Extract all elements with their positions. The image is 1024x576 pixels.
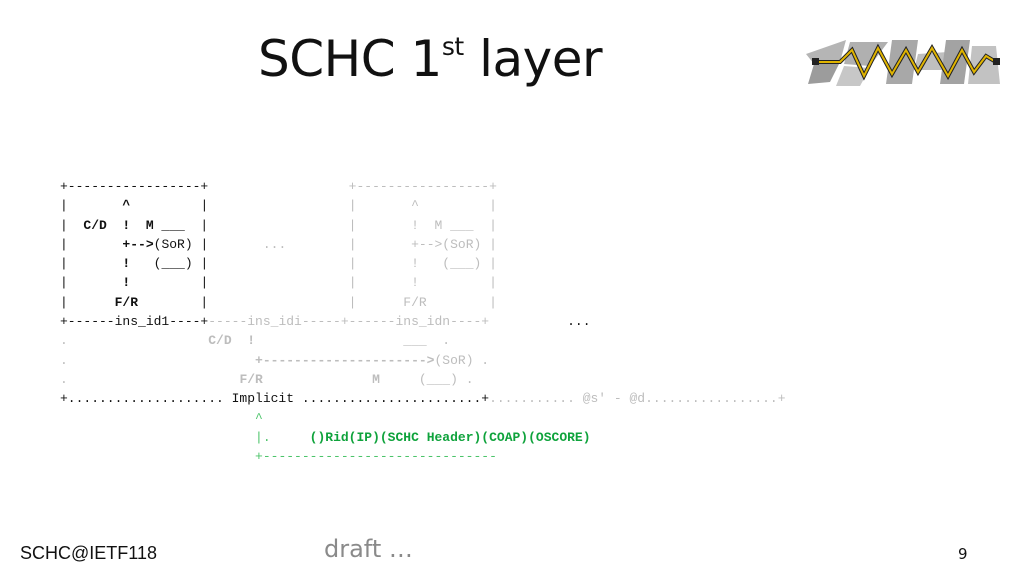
diagram-segment: |	[130, 275, 209, 291]
diagram-segment: !	[122, 256, 131, 272]
diagram-line: | ! (___) | | ! (___) |	[60, 256, 497, 271]
diagram-segment: |	[60, 294, 115, 310]
diagram-segment: ........... @s' - @d.................+	[489, 391, 786, 407]
diagram-segment	[208, 198, 348, 213]
diagram-line: | +-->(SoR) | ... | +-->(SoR) |	[60, 237, 497, 252]
diagram-segment	[208, 295, 348, 310]
diagram-line: +-----------------+ +-----------------+	[60, 179, 497, 194]
diagram-segment: ...	[489, 314, 591, 330]
diagram-segment: | ^ |	[348, 198, 497, 214]
diagram-segment: -----ins_idi-----+------ins_idn----+	[208, 314, 490, 330]
diagram-line: | F/R | | F/R |	[60, 295, 497, 310]
diagram-segment: .	[60, 333, 209, 349]
diagram-line: +------ins_id1----+-----ins_idi-----+---…	[60, 314, 591, 329]
diagram-segment: !	[122, 275, 131, 291]
diagram-segment: ^	[67, 198, 131, 214]
schc-ascii-diagram: +-----------------+ +-----------------+ …	[60, 177, 786, 466]
diagram-segment: (___) .	[379, 371, 474, 387]
diagram-segment	[60, 449, 255, 464]
diagram-segment: C/D ! M ___	[83, 217, 185, 233]
diagram-segment: +-----------------+	[348, 179, 497, 194]
diagram-line: |. ()Rid(IP)(SCHC Header)(COAP)(OSCORE)	[60, 429, 591, 445]
diagram-segment	[271, 430, 310, 445]
diagram-segment: (SoR) |	[153, 236, 209, 252]
diagram-segment: | ! (___) |	[348, 256, 497, 272]
diagram-segment	[60, 430, 255, 445]
diagram-segment	[263, 372, 372, 387]
slide-title: SCHC 1st layer	[258, 30, 603, 88]
diagram-segment: +-----------------+	[60, 179, 209, 194]
diagram-segment: +------------------------------	[255, 449, 497, 465]
diagram-segment	[208, 218, 348, 233]
diagram-segment	[208, 275, 348, 290]
diagram-line: +------------------------------	[60, 449, 497, 464]
diagram-line: ^	[60, 411, 263, 426]
diagram-segment: +.................... Implicit .........…	[60, 391, 490, 407]
slide-title-rest: layer	[463, 30, 603, 88]
footer-event-label: SCHC@IETF118	[20, 543, 157, 563]
diagram-segment: +--------------------->	[255, 352, 435, 368]
diagram-segment: (___) |	[130, 256, 209, 272]
diagram-segment: (SoR) .	[434, 352, 490, 368]
diagram-segment: | ! M ___ |	[348, 217, 497, 233]
diagram-segment: |	[130, 198, 209, 214]
slide-title-main: SCHC 1	[258, 30, 442, 88]
diagram-segment: ___ .	[255, 333, 451, 349]
diagram-segment: |	[138, 294, 209, 310]
diagram-segment: ()Rid(IP)(SCHC Header)(COAP)(OSCORE)	[309, 429, 591, 445]
diagram-segment: C/D !	[208, 333, 256, 349]
diagram-segment: |	[60, 256, 123, 272]
schc-logo-icon	[806, 40, 1000, 86]
diagram-line: . F/R M (___) .	[60, 372, 474, 387]
diagram-segment: F/R	[239, 371, 263, 387]
diagram-segment: ...	[208, 236, 349, 252]
diagram-segment: M	[372, 371, 380, 387]
diagram-segment: | F/R |	[348, 294, 497, 310]
diagram-segment: .	[60, 371, 240, 387]
diagram-segment: .	[60, 352, 256, 368]
diagram-segment: | ! |	[348, 275, 497, 291]
diagram-segment: | +-->(SoR) |	[348, 236, 497, 252]
page-number: 9	[958, 545, 968, 563]
diagram-line: . +--------------------->(SoR) .	[60, 353, 489, 368]
diagram-line: | ^ | | ^ |	[60, 198, 497, 213]
diagram-segment: |	[184, 217, 209, 233]
diagram-segment: ^	[255, 410, 263, 426]
diagram-segment	[60, 411, 255, 426]
diagram-segment: F/R	[114, 294, 139, 310]
diagram-segment: +-->	[122, 236, 154, 252]
diagram-line: | ! | | ! |	[60, 275, 497, 290]
diagram-segment: |	[60, 198, 68, 214]
diagram-line: | C/D ! M ___ | | ! M ___ |	[60, 218, 497, 233]
diagram-segment	[208, 256, 348, 271]
footer-draft-label: draft …	[324, 535, 413, 563]
diagram-line: +.................... Implicit .........…	[60, 391, 786, 406]
diagram-segment: |.	[255, 429, 271, 445]
diagram-segment: |	[60, 275, 123, 291]
diagram-segment: |	[60, 217, 84, 233]
diagram-segment: |	[60, 236, 123, 252]
diagram-segment: +------ins_id1----+	[60, 314, 209, 330]
slide-title-superscript: st	[441, 32, 464, 61]
diagram-segment	[208, 179, 348, 194]
diagram-line: . C/D ! ___ .	[60, 333, 450, 348]
